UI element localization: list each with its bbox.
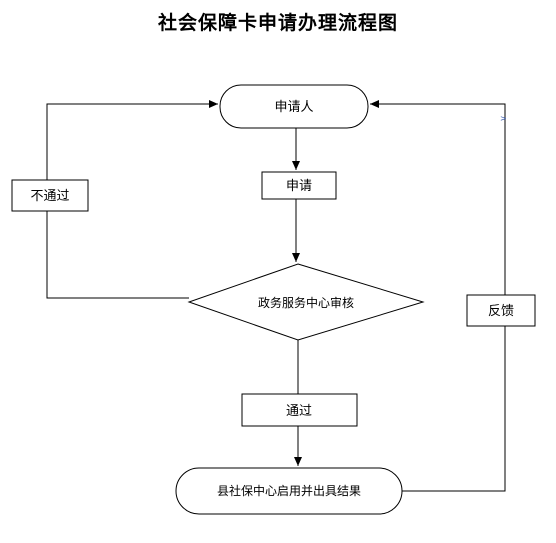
stray-mark: > [500, 114, 507, 123]
page-title: 社会保障卡申请办理流程图 [157, 12, 398, 34]
applicant-label: 申请人 [274, 100, 313, 115]
reject-label: 不通过 [30, 189, 69, 204]
issue-label: 县社保中心启用并出具结果 [217, 483, 361, 498]
applicant-node [219, 84, 369, 129]
apply-label: 申请 [286, 179, 312, 194]
pass-label: 通过 [286, 404, 312, 419]
feedback-label: 反馈 [488, 304, 514, 319]
pass-node [241, 393, 358, 427]
review-label: 政务服务中心审核 [258, 295, 354, 310]
feedback-node [466, 294, 536, 327]
apply-node [261, 171, 337, 200]
reject-node [11, 179, 89, 212]
